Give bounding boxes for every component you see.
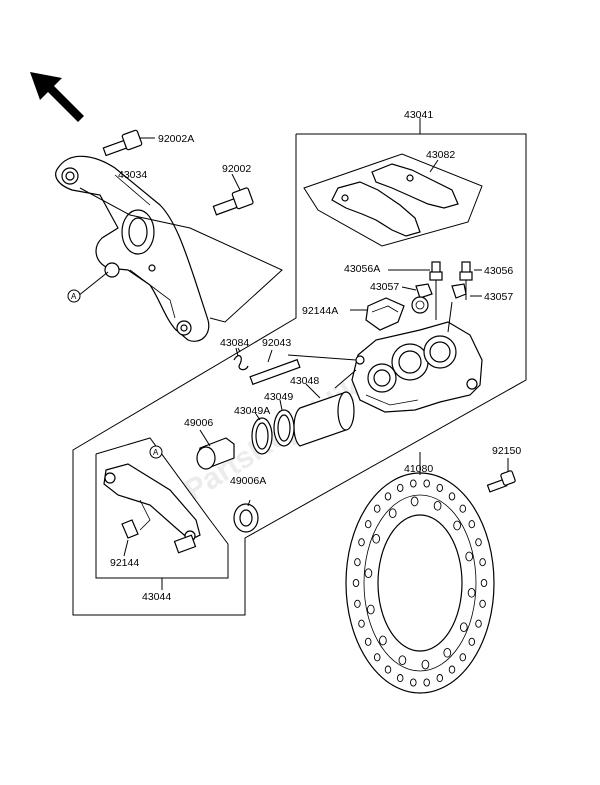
label-43049: 43049 [264, 391, 293, 403]
pin-clip-43084 [233, 347, 249, 371]
caliper-group-frame [72, 118, 527, 616]
disc-hole [373, 504, 381, 513]
label-92144A: 92144A [302, 305, 338, 317]
disc-hole [421, 659, 430, 670]
leader-lines-pistons [255, 369, 357, 421]
disc-hole [364, 637, 372, 646]
leader-lines-pins [235, 347, 273, 363]
piston-43048 [293, 391, 355, 447]
disc-hole [366, 604, 375, 615]
dust-boot-49006A [233, 499, 259, 533]
bleeder-cap-43057-left [415, 283, 433, 299]
ref-marker-a-top: A [67, 289, 81, 303]
disc-hole [410, 496, 419, 507]
caliper-bracket-43034 [55, 155, 210, 342]
disc-hole [459, 653, 467, 662]
label-92043: 92043 [262, 337, 291, 349]
bleeder-valve-43056 [459, 261, 473, 300]
label-43056A: 43056A [344, 263, 380, 275]
caliper-body [351, 321, 483, 413]
disc-hole [354, 599, 361, 608]
disc-hole [475, 538, 482, 547]
disc-hole [423, 678, 430, 687]
disc-hole [396, 483, 404, 492]
bleeder-cap-43057-right [451, 283, 467, 299]
disc-hole [468, 520, 476, 529]
svg-text:A: A [71, 292, 77, 301]
label-43057-left: 43057 [370, 281, 399, 293]
disc-hole [388, 508, 397, 519]
pad-spring-92144A [350, 297, 405, 331]
label-43044: 43044 [142, 591, 171, 603]
disc-hole [475, 619, 482, 628]
label-92002: 92002 [222, 163, 251, 175]
bolt-92002 [212, 187, 254, 216]
disc-hole [459, 504, 467, 513]
disc-hole [448, 665, 456, 674]
front-direction-arrow-icon [30, 72, 84, 122]
seal-43049 [273, 409, 295, 447]
leader-lines-valves [388, 269, 482, 333]
disc-hole [436, 483, 444, 492]
disc-hole [459, 622, 468, 633]
label-43049A: 43049A [234, 405, 270, 417]
label-92002A: 92002A [158, 133, 194, 145]
seal-43049A [251, 417, 273, 455]
disc-hole [467, 587, 476, 598]
pad-pin-92043 [249, 354, 357, 386]
disc-hole [479, 599, 486, 608]
disc-hole [410, 678, 417, 687]
disc-hole [372, 533, 381, 544]
dust-boot-49006 [196, 429, 235, 470]
disc-hole [410, 479, 417, 488]
bolt-92002A [102, 129, 155, 157]
leader-lines-bracket [77, 173, 283, 323]
disc-hole [384, 665, 392, 674]
disc-hole [480, 578, 488, 588]
caliper-bracket-43044 [95, 437, 229, 579]
brake-pad-set-43082 [303, 153, 483, 247]
disc-hole [423, 479, 430, 488]
disc-hole [358, 619, 365, 628]
disc-hole [453, 520, 461, 531]
disc-hole [352, 578, 360, 588]
label-43034: 43034 [118, 169, 147, 181]
label-49006A: 49006A [230, 475, 266, 487]
disc-hole [379, 635, 387, 646]
ref-marker-a-bottom: A [149, 445, 163, 459]
bleeder-valve-43056A [429, 261, 443, 300]
label-49006: 49006 [184, 417, 213, 429]
disc-hole [373, 653, 381, 662]
disc-hole [436, 674, 444, 683]
svg-text:A: A [153, 448, 159, 457]
disc-bolt-92150 [486, 458, 516, 493]
label-43041: 43041 [404, 109, 433, 121]
disc-hole [465, 551, 474, 562]
disc-hole [398, 655, 407, 666]
label-92150: 92150 [492, 445, 521, 457]
disc-hole [479, 558, 486, 567]
disc-holes [352, 479, 488, 687]
disc-hole [468, 637, 476, 646]
label-43057-right: 43057 [484, 291, 513, 303]
disc-hole [384, 492, 392, 501]
disc-hole [448, 492, 456, 501]
disc-hole [358, 538, 365, 547]
label-43084: 43084 [220, 337, 249, 349]
disc-hole [364, 568, 373, 579]
disc-hole [354, 558, 361, 567]
spring-clip [411, 296, 429, 314]
disc-hole [364, 520, 372, 529]
disc-hole [443, 647, 452, 658]
brake-disc-41080 [345, 452, 495, 694]
disc-hole [396, 674, 404, 683]
label-92144: 92144 [110, 557, 139, 569]
label-41080: 41080 [404, 463, 433, 475]
label-43048: 43048 [290, 375, 319, 387]
label-43082: 43082 [426, 149, 455, 161]
label-43056: 43056 [484, 265, 513, 277]
disc-hole [433, 500, 442, 511]
